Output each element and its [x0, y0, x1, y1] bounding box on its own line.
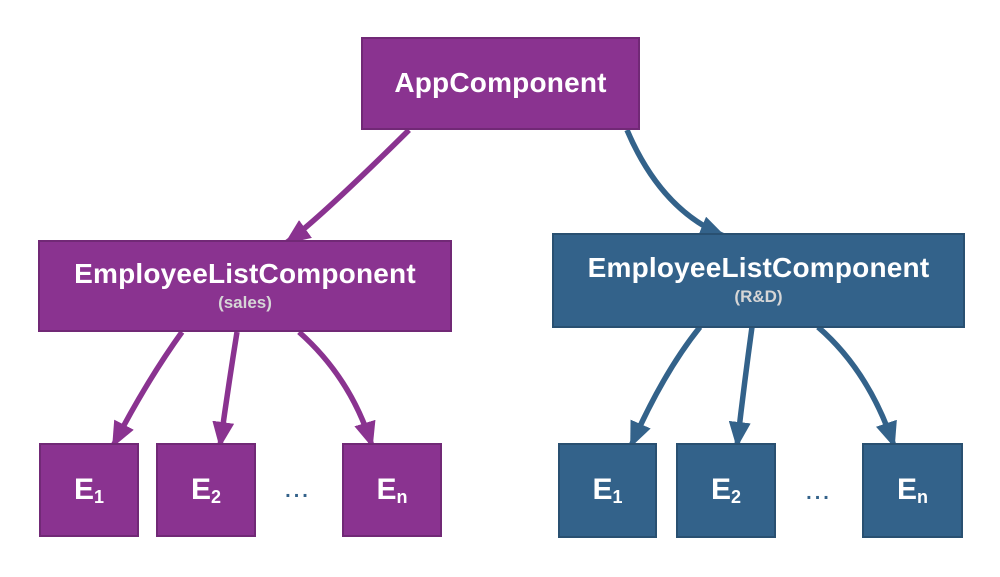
node-employee-sales-n: En [342, 443, 442, 537]
node-employee-rnd-n: En [862, 443, 963, 538]
node-employee-sales-1: E1 [39, 443, 139, 537]
arrow-rnd-to-en [816, 324, 897, 448]
node-sublabel: (R&D) [734, 287, 783, 307]
node-employee-sales-2: E2 [156, 443, 256, 537]
ellipsis-sales: ... [285, 480, 311, 502]
leaf-label: E1 [73, 472, 105, 507]
leaf-label: E2 [190, 472, 222, 507]
arrow-rnd-to-e2 [728, 326, 755, 448]
arrow-sales-to-e1 [110, 330, 185, 448]
ellipsis-rnd: ... [806, 482, 832, 504]
node-label: EmployeeListComponent [587, 252, 930, 284]
node-employee-rnd-1: E1 [558, 443, 657, 538]
arrow-app-to-rnd [624, 128, 726, 239]
leaf-label: En [376, 472, 408, 507]
leaf-label: En [896, 473, 928, 507]
leaf-label: E2 [710, 473, 742, 507]
arrow-sales-to-e2 [212, 331, 240, 448]
arrow-app-to-sales [284, 128, 411, 246]
leaf-label: E1 [592, 473, 623, 507]
node-employeelist-sales: EmployeeListComponent (sales) [38, 240, 452, 332]
arrow-sales-to-en [297, 329, 376, 448]
node-appcomponent: AppComponent [361, 37, 640, 130]
arrow-rnd-to-e1 [628, 325, 703, 448]
node-label: EmployeeListComponent [74, 257, 416, 289]
node-employeelist-rnd: EmployeeListComponent (R&D) [552, 233, 965, 328]
node-employee-rnd-2: E2 [676, 443, 776, 538]
node-sublabel: (sales) [218, 292, 272, 312]
node-label: AppComponent [394, 67, 607, 99]
